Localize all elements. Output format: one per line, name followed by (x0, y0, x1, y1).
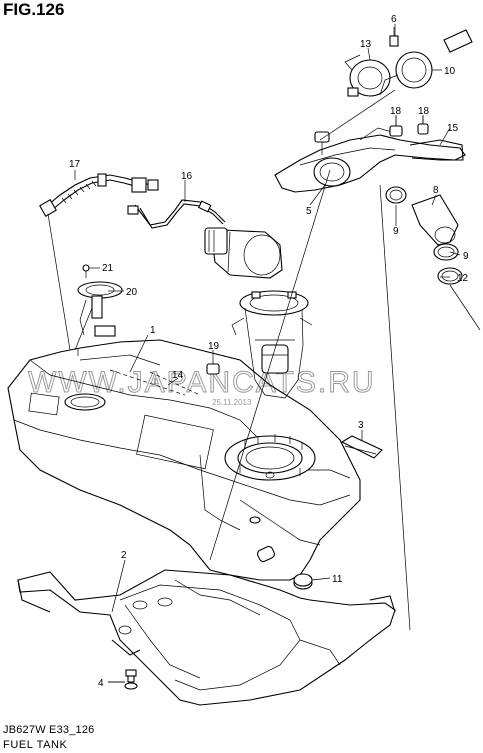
fuel-pump-20 (74, 281, 123, 351)
canister-16 (127, 199, 283, 279)
skid-plate (17, 569, 396, 706)
clamp-9 (385, 186, 459, 261)
figure-title: FIG.126 (3, 0, 65, 19)
callout-9-lower: 9 (463, 251, 469, 262)
bolt-4 (108, 669, 138, 690)
grommet-11 (293, 573, 313, 587)
callout-5: 5 (306, 206, 312, 217)
screw-6 (389, 27, 399, 47)
callout-13: 13 (360, 39, 372, 50)
callout-18-right: 18 (418, 106, 430, 117)
callout-12: 12 (457, 273, 469, 284)
callout-18-left: 18 (390, 106, 402, 117)
callout-labels: 1 2 3 4 5 6 8 9 9 10 11 12 13 14 15 16 1… (69, 14, 469, 689)
fwd-arrow-badge: FWD (443, 29, 473, 53)
callout-16: 16 (181, 171, 193, 182)
hose-8 (411, 194, 459, 246)
callout-4: 4 (98, 678, 104, 689)
callout-15: 15 (447, 123, 459, 134)
clip-19 (206, 356, 220, 375)
callout-11: 11 (332, 574, 343, 585)
callout-3: 3 (358, 420, 364, 431)
breather-hose-17 (39, 173, 159, 351)
fuel-lid-10 (379, 51, 433, 96)
leader-lines (74, 24, 481, 683)
callout-14: 14 (172, 370, 184, 381)
callout-8: 8 (433, 185, 439, 196)
callout-17: 17 (69, 159, 81, 170)
figure-name: FUEL TANK (3, 739, 68, 751)
callout-2: 2 (121, 550, 127, 561)
figure-code: JB627W E33_126 (3, 724, 95, 736)
callout-1: 1 (150, 325, 156, 336)
callout-10: 10 (444, 66, 456, 77)
filler-housing-13 (344, 54, 391, 97)
pad-3 (340, 435, 383, 459)
callout-20: 20 (126, 287, 138, 298)
callout-21: 21 (102, 263, 114, 274)
screw-21 (82, 264, 90, 278)
fuel-tank-body (7, 339, 361, 590)
watermark-date: 25.11.2013 (212, 398, 252, 407)
callout-19: 19 (208, 341, 220, 352)
callout-6: 6 (391, 14, 397, 25)
filler-neck-5-15 (274, 127, 466, 193)
cap-12 (437, 267, 463, 285)
callout-9-upper: 9 (393, 226, 399, 237)
